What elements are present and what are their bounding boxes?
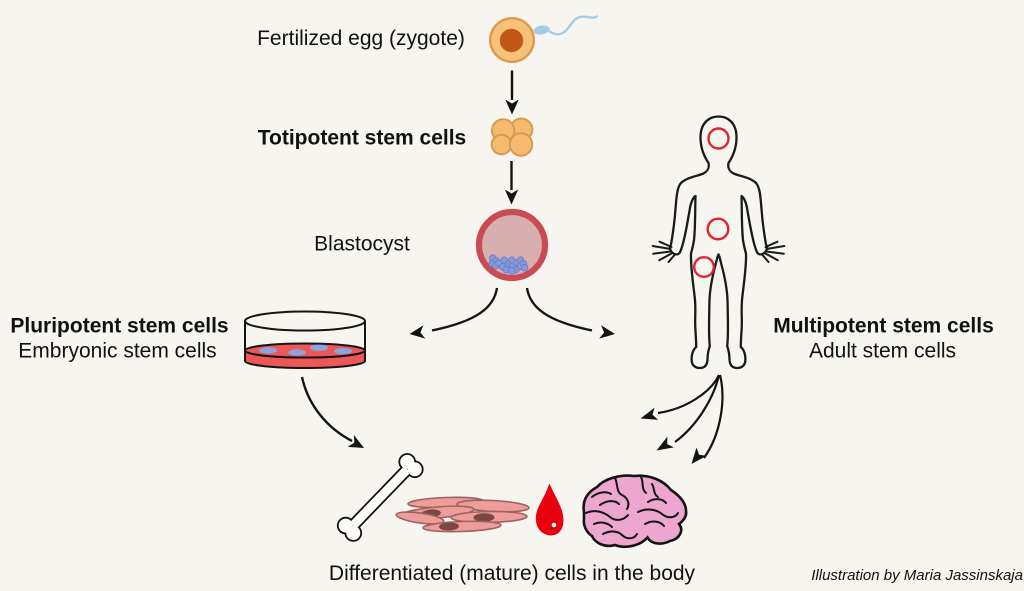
svg-text:Pluripotent stem cells: Pluripotent stem cells xyxy=(10,315,228,338)
svg-text:Illustration by Maria Jassinsk: Illustration by Maria Jassinskaja xyxy=(811,567,1023,584)
svg-text:Fertilized egg (zygote): Fertilized egg (zygote) xyxy=(257,27,465,50)
svg-text:Multipotent stem cells: Multipotent stem cells xyxy=(773,315,994,338)
svg-text:Adult stem cells: Adult stem cells xyxy=(809,340,956,363)
svg-text:Embryonic stem cells: Embryonic stem cells xyxy=(18,340,216,363)
svg-text:Totipotent stem cells: Totipotent stem cells xyxy=(258,127,466,150)
svg-text:Differentiated (mature) cells: Differentiated (mature) cells in the bod… xyxy=(329,562,696,585)
svg-text:Blastocyst: Blastocyst xyxy=(314,233,410,256)
